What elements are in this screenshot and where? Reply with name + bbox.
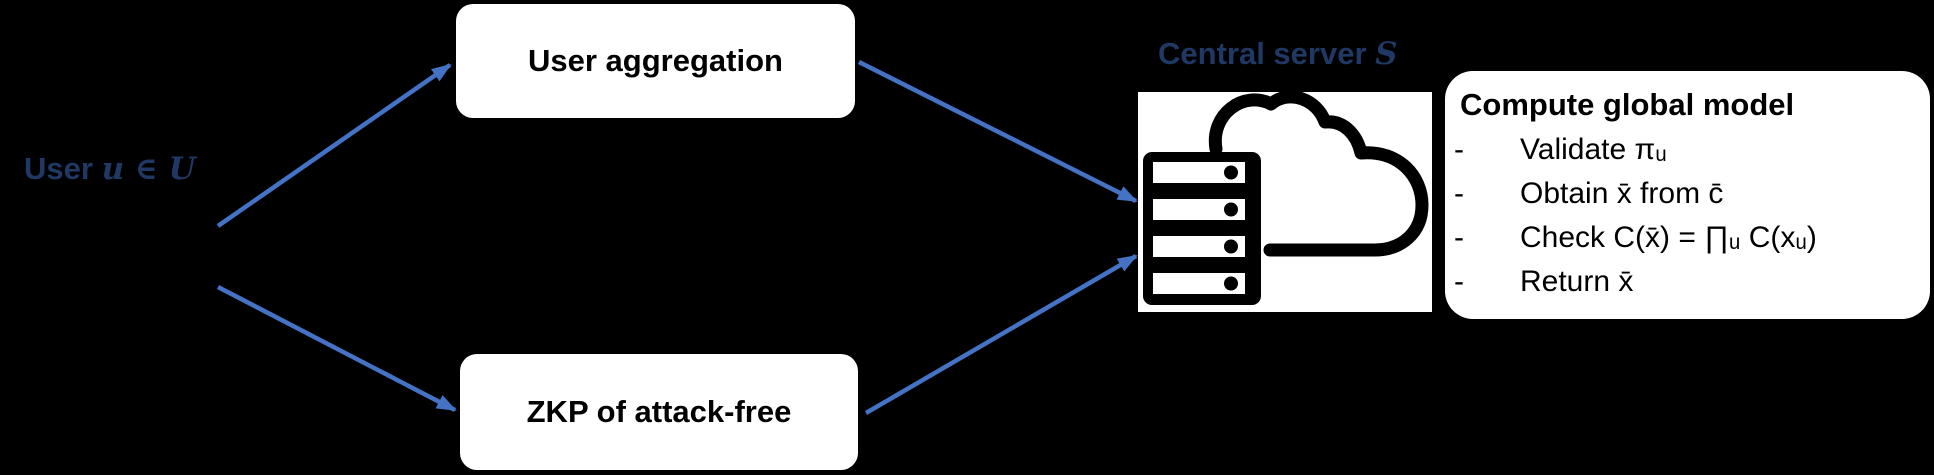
panel-item: - Check C(x̄) = ∏ᵤ C(xᵤ) bbox=[1451, 216, 1918, 260]
user-label: User u ∈ U bbox=[24, 151, 196, 187]
central-server-label-text: Central server bbox=[1158, 36, 1367, 71]
arrow-zkp-to-server bbox=[864, 254, 1138, 415]
cloud-icon bbox=[1208, 92, 1429, 257]
bullet-dash: - bbox=[1454, 177, 1464, 210]
bullet-dash: - bbox=[1454, 133, 1464, 166]
user-aggregation-box: User aggregation bbox=[456, 4, 855, 118]
server-rack-icon bbox=[1143, 152, 1261, 305]
panel-item: - Return x̄ bbox=[1451, 260, 1918, 304]
cloud-server-icon-svg bbox=[1143, 92, 1429, 305]
panel-item-text: Check C(x̄) = ∏ᵤ C(xᵤ) bbox=[1520, 221, 1817, 254]
user-label-text: User bbox=[24, 151, 93, 186]
user-label-math: u ∈ U bbox=[101, 151, 196, 187]
panel-item: - Obtain x̄ from c̄ bbox=[1451, 172, 1918, 216]
panel-item-text: Validate πᵤ bbox=[1520, 133, 1667, 166]
zkp-attack-free-box: ZKP of attack-free bbox=[460, 354, 858, 470]
arrow-aggregation-to-server bbox=[857, 59, 1138, 204]
arrow-user-to-zkp bbox=[216, 285, 457, 412]
central-server-label: Central server S bbox=[1158, 36, 1398, 72]
panel-title: Compute global model bbox=[1460, 87, 1795, 122]
bullet-dash: - bbox=[1454, 265, 1464, 298]
panel-item-text: Return x̄ bbox=[1520, 265, 1634, 298]
cloud-server-icon bbox=[1138, 92, 1432, 312]
compute-global-model-panel: Compute global model - Validate πᵤ - Obt… bbox=[1445, 71, 1930, 319]
zkp-attack-free-label: ZKP of attack-free bbox=[526, 394, 792, 429]
panel-item-text: Obtain x̄ from c̄ bbox=[1520, 177, 1724, 210]
user-aggregation-label: User aggregation bbox=[528, 43, 783, 78]
panel-item: - Validate πᵤ bbox=[1451, 128, 1918, 172]
arrow-user-to-aggregation bbox=[216, 63, 452, 228]
central-server-label-math: S bbox=[1375, 36, 1398, 72]
bullet-dash: - bbox=[1454, 221, 1464, 254]
